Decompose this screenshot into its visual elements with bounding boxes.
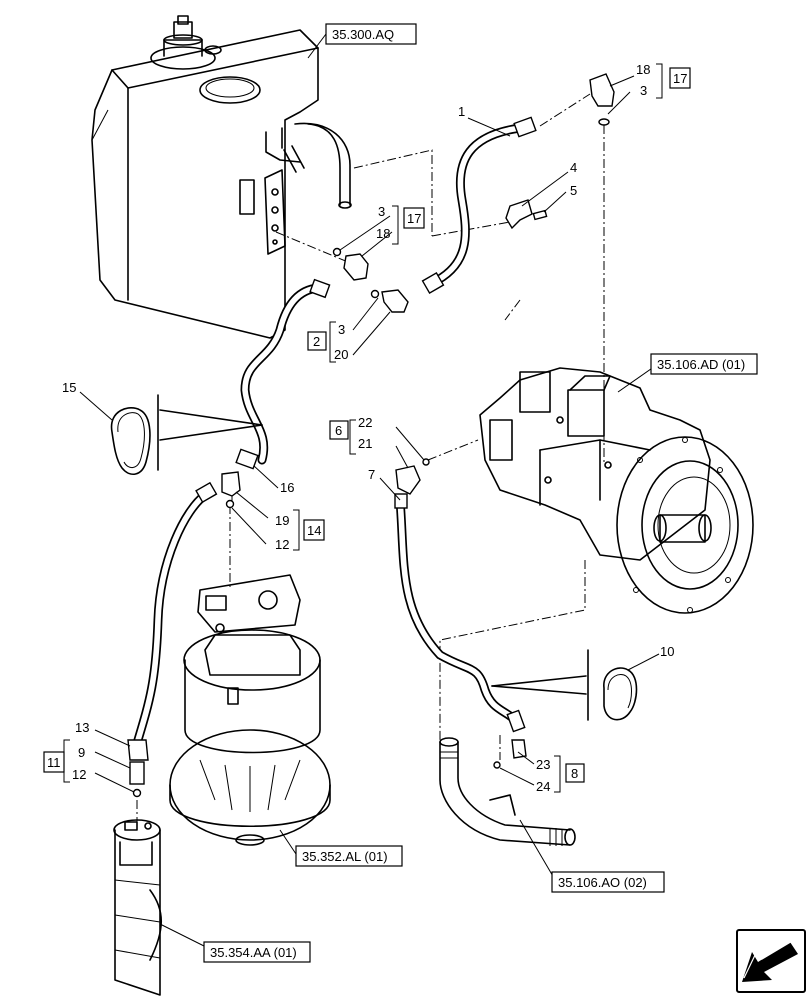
callout-16: 16 <box>280 480 294 495</box>
callout-3-bottom: 3 <box>338 322 345 337</box>
ref-box-tank[interactable]: 35.300.AQ <box>325 23 417 45</box>
callout-24: 24 <box>536 779 550 794</box>
callout-2: 2 <box>313 334 320 349</box>
ref-box-pump[interactable]: 35.106.AD (01) <box>650 353 758 375</box>
callout-9: 9 <box>78 745 85 760</box>
suction-tube <box>439 737 576 846</box>
ref-swing-motor-label: 35.352.AL (01) <box>302 849 388 864</box>
callout-13: 13 <box>75 720 89 735</box>
callout-6: 6 <box>335 423 342 438</box>
callout-14: 14 <box>307 523 321 538</box>
swivel-joint <box>113 819 162 996</box>
direction-arrow-icon[interactable] <box>736 929 806 993</box>
callout-3-top: 3 <box>640 83 647 98</box>
callout-5: 5 <box>570 183 577 198</box>
leader-lines <box>79 33 660 951</box>
callout-18-left: 18 <box>376 226 390 241</box>
fittings <box>127 73 615 798</box>
ref-box-suction[interactable]: 35.106.AO (02) <box>551 871 665 893</box>
callout-20: 20 <box>334 347 348 362</box>
callout-3-left: 3 <box>378 204 385 219</box>
callout-7: 7 <box>368 467 375 482</box>
callout-21: 21 <box>358 436 372 451</box>
swing-motor <box>169 574 331 846</box>
callout-numbers: 1 18 3 4 5 3 18 3 20 15 22 21 7 16 19 12… <box>62 62 674 794</box>
callout-11: 11 <box>47 755 61 770</box>
callout-23: 23 <box>536 757 550 772</box>
callout-12-bottom: 12 <box>72 767 86 782</box>
ref-box-swivel-joint[interactable]: 35.354.AA (01) <box>203 941 311 963</box>
callout-4: 4 <box>570 160 577 175</box>
callout-1: 1 <box>458 104 465 119</box>
hydraulic-pump <box>479 367 754 614</box>
ref-box-swing-motor[interactable]: 35.352.AL (01) <box>295 845 403 867</box>
callout-15: 15 <box>62 380 76 395</box>
hoses <box>133 123 525 745</box>
callout-19: 19 <box>275 513 289 528</box>
hydraulic-tank <box>91 15 352 339</box>
ref-tank-label: 35.300.AQ <box>332 27 394 42</box>
ref-suction-label: 35.106.AO (02) <box>558 875 647 890</box>
o-ring-10 <box>491 649 638 721</box>
ref-pump-label: 35.106.AD (01) <box>657 357 745 372</box>
boxed-callouts: 17 17 2 6 14 11 8 <box>43 67 691 783</box>
assembly-lines <box>136 93 605 822</box>
callout-brackets <box>63 63 663 793</box>
callout-17-top: 17 <box>673 71 687 86</box>
callout-17-left: 17 <box>407 211 421 226</box>
callout-10: 10 <box>660 644 674 659</box>
ref-swivel-joint-label: 35.354.AA (01) <box>210 945 297 960</box>
callout-8: 8 <box>571 766 578 781</box>
callout-18-top: 18 <box>636 62 650 77</box>
callout-12-top: 12 <box>275 537 289 552</box>
o-ring-15 <box>110 394 263 475</box>
callout-22: 22 <box>358 415 372 430</box>
